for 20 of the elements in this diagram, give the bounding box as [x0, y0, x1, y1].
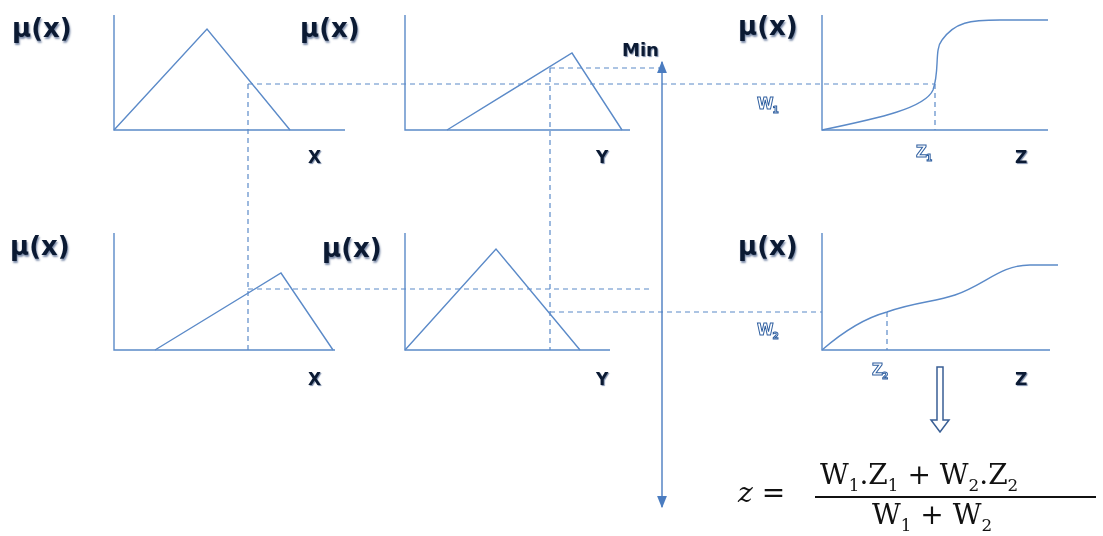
axis-label: Z [1015, 370, 1028, 389]
axis-label: μ(x) [738, 232, 798, 261]
output-label: Z$_{2}$ [872, 362, 888, 382]
axis-label: Y [596, 370, 609, 389]
formula-text: z = [738, 478, 786, 509]
weight-label: W$_{1}$ [757, 96, 778, 116]
weight-label: W$_{2}$ [757, 322, 778, 342]
formula-denominator: W$_{1}$ + W$_{2}$ [872, 500, 993, 535]
axis-label: μ(x) [322, 234, 382, 263]
axis-label: μ(x) [12, 14, 72, 43]
output-label: Z$_{1}$ [916, 144, 932, 164]
formula-numerator: W$_{1}$.Z$_{1}$ + W$_{2}$.Z$_{2}$ [820, 460, 1019, 495]
min-label: Min [622, 40, 659, 60]
axis-label: Y [596, 148, 609, 167]
axis-label: X [308, 148, 322, 167]
axis-label: μ(x) [10, 232, 70, 261]
axis-label: μ(x) [300, 14, 360, 43]
axis-label: X [308, 370, 322, 389]
axis-label: μ(x) [738, 12, 798, 41]
axis-label: Z [1015, 148, 1028, 167]
